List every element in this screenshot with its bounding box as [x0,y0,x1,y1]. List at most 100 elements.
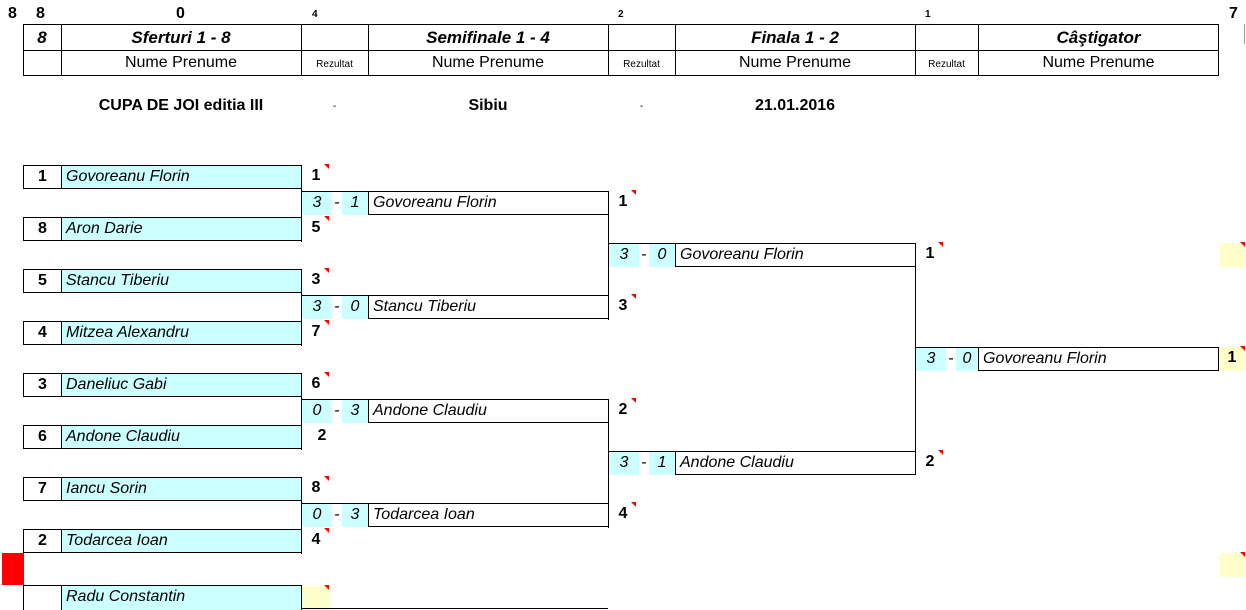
tournament-date: 21.01.2016 [754,97,836,114]
comment-marker [324,268,329,273]
champion-name[interactable]: Govoreanu Florin [978,347,1219,371]
score-dash: - [639,243,649,267]
side-cell-bottom[interactable] [1219,553,1245,577]
comment-marker [938,450,943,455]
player-rank: 1 [311,167,321,184]
header-name-label-1: Nume Prenume [124,54,238,71]
comment-marker [324,585,329,590]
score-right[interactable]: 3 [342,503,368,527]
match-winner-rank: 1 [925,245,935,262]
score-left[interactable]: 3 [302,295,332,319]
player-name[interactable]: Aron Darie [61,217,302,241]
score-left[interactable]: 0 [302,399,332,423]
score-right[interactable]: 0 [649,243,675,267]
bracket-line [915,266,916,475]
seed-number: 1 [23,165,62,189]
comment-marker [324,528,329,533]
tournament-city: Sibiu [468,97,508,114]
score-right[interactable]: 1 [342,191,368,215]
bracket-line [608,214,609,320]
right-edge-line [1244,24,1245,44]
match-winner-name[interactable]: Andone Claudiu [675,451,916,475]
match-winner-rank: 2 [925,453,935,470]
extra-seed-cell [23,585,62,610]
header-name-label-3: Nume Prenume [738,54,852,71]
comment-marker [324,164,329,169]
score-left[interactable]: 3 [609,451,639,475]
header-quarterfinals: Sferturi 1 - 8 [131,28,231,47]
match-winner-name[interactable]: Stancu Tiberiu [368,295,609,319]
player-name[interactable]: Stancu Tiberiu [61,269,302,293]
score-right[interactable]: 3 [342,399,368,423]
header-semifinals: Semifinale 1 - 4 [426,28,550,47]
top-number-e: 2 [618,9,624,20]
player-rank: 5 [311,219,321,236]
score-dash: - [946,347,956,371]
champion-rank: 1 [1219,347,1245,371]
header-divider-7 [978,24,979,76]
player-rank: 7 [311,323,321,340]
comment-marker [324,320,329,325]
score-left[interactable]: 0 [302,503,332,527]
seed-number: 5 [23,269,62,293]
match-winner-name[interactable]: Govoreanu Florin [368,191,609,215]
side-cell-top[interactable] [1219,243,1245,267]
player-name[interactable]: Iancu Sorin [61,477,302,501]
score-dash: - [639,451,649,475]
player-rank: 8 [311,479,321,496]
player-name[interactable]: Mitzea Alexandru [61,321,302,345]
player-name[interactable]: Todarcea Ioan [61,529,302,553]
comment-marker [1240,242,1245,247]
info-separator-1: - [332,101,337,112]
match-winner-rank: 3 [618,297,628,314]
comment-marker [324,216,329,221]
comment-marker [1240,552,1245,557]
match-winner-rank: 4 [618,505,628,522]
player-rank: 3 [311,271,321,288]
top-number-c: 0 [176,5,185,22]
player-name[interactable]: Daneliuc Gabi [61,373,302,397]
header-name-label-2: Nume Prenume [431,54,545,71]
score-left[interactable]: 3 [916,347,946,371]
score-dash: - [332,191,342,215]
match-winner-name[interactable]: Andone Claudiu [368,399,609,423]
player-rank: 6 [311,375,321,392]
comment-marker [631,398,636,403]
player-rank: 2 [317,427,327,444]
score-left[interactable]: 3 [609,243,639,267]
extra-player-name[interactable]: Radu Constantin [61,585,302,610]
score-left[interactable]: 3 [302,191,332,215]
info-separator-2: - [639,101,644,112]
header-divider-5 [675,24,676,76]
extra-player-rank-cell[interactable] [302,586,330,610]
seed-number: 3 [23,373,62,397]
comment-marker [938,242,943,247]
score-right[interactable]: 0 [342,295,368,319]
header-divider-2 [301,24,302,76]
header-divider-6 [915,24,916,76]
header-divider-4 [608,24,609,76]
header-winner: Câştigator [1056,28,1141,47]
top-number-d: 4 [312,9,318,20]
header-row-divider [23,50,1219,51]
comment-marker [631,190,636,195]
comment-marker [1240,346,1245,351]
score-dash: - [332,399,342,423]
seed-number: 7 [23,477,62,501]
seed-number: 4 [23,321,62,345]
top-number-a: 8 [8,5,17,22]
match-winner-name[interactable]: Govoreanu Florin [675,243,916,267]
top-number-f: 1 [925,9,931,20]
header-result-label-1: Rezultat [316,59,353,70]
score-right[interactable]: 0 [956,347,978,371]
red-marker-cell [2,553,24,585]
player-name[interactable]: Govoreanu Florin [61,165,302,189]
tournament-title: CUPA DE JOI editia III [98,97,264,114]
score-right[interactable]: 1 [649,451,675,475]
match-winner-name[interactable]: Todarcea Ioan [368,503,609,527]
score-dash: - [332,503,342,527]
comment-marker [631,294,636,299]
header-seed-count: 8 [37,28,47,47]
player-name[interactable]: Andone Claudiu [61,425,302,449]
seed-number: 2 [23,529,62,553]
